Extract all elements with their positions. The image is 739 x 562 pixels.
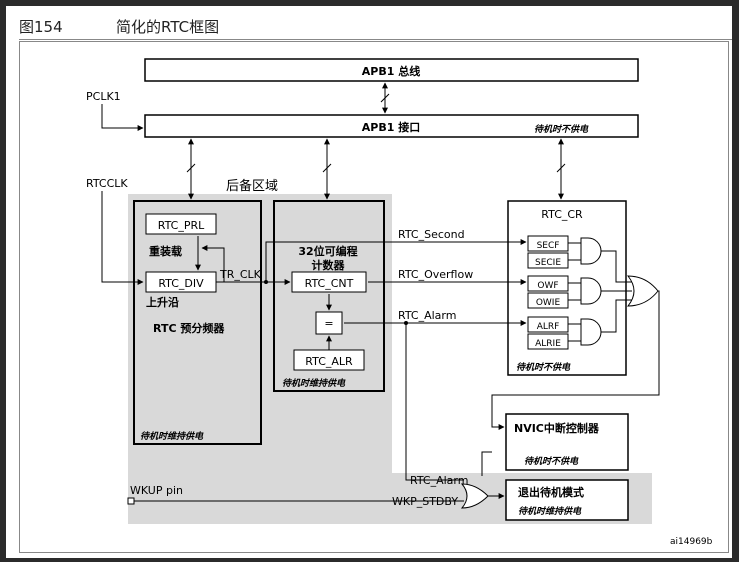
counter-box (273, 200, 385, 392)
bit-secie-label: SECIE (535, 258, 561, 268)
nvic-note: 待机时不供电 (524, 456, 579, 467)
pclk1-label: PCLK1 (86, 90, 121, 103)
rtc-block-diagram: APB1 总线 APB1 接口 待机时不供电 PCLK1 RTCCLK 后备区域… (86, 58, 713, 547)
exit-standby-box (505, 479, 629, 521)
prescaler-box (133, 200, 262, 445)
overflow-label: RTC_Overflow (398, 268, 473, 281)
backup-domain-label: 后备区域 (226, 178, 278, 194)
bit-alrf-label: ALRF (537, 322, 560, 332)
prescaler-name: RTC 预分频器 (153, 321, 225, 335)
and-gate-second (568, 237, 632, 283)
apb1-bus-label: APB1 总线 (362, 64, 420, 78)
or-gate-wakeup (460, 483, 489, 509)
exit-standby-label: 退出待机模式 (518, 485, 584, 499)
wkp-stdby-label: WKP_STDBY (392, 495, 458, 508)
exit-standby-note: 待机时维持供电 (518, 506, 582, 517)
figure-header: 图154 简化的RTC框图 (6, 6, 732, 40)
rtc-cr-box (507, 200, 627, 376)
rtc-prl-label: RTC_PRL (158, 219, 205, 232)
wakeup-to-nvic-arrow (481, 451, 492, 476)
rtc-cnt-label: RTC_CNT (305, 277, 354, 290)
figure-frame (19, 41, 729, 553)
tr-clk-label: TR_CLK (219, 268, 262, 281)
wkup-pin-label: WKUP pin (130, 484, 183, 497)
backup-domain-area (128, 194, 652, 524)
wkup-pin-marker (127, 497, 135, 505)
rtc-prl-register (145, 213, 217, 235)
counter-note: 待机时维持供电 (282, 378, 346, 389)
rtc-cnt-register (291, 271, 367, 293)
reload-label: 重装载 (149, 244, 182, 258)
second-label: RTC_Second (398, 228, 465, 241)
interrupt-to-nvic (491, 290, 660, 430)
compare-symbol: = (324, 317, 333, 330)
or-gate-interrupt (626, 275, 659, 307)
header-divider (19, 39, 732, 40)
apb1-interface-label: APB1 接口 (362, 120, 420, 134)
figure-page: 图154 简化的RTC框图 APB1 总线 APB1 接口 待机时不供电 PCL… (6, 6, 732, 558)
apb1-bus-box (144, 58, 639, 82)
reference-code: ai14969b (670, 537, 713, 547)
pclk1-line (101, 104, 144, 131)
rtc-alr-label: RTC_ALR (305, 355, 353, 368)
compare-block (315, 311, 343, 335)
figure-number: 图154 (19, 18, 63, 36)
rtc-cr-note: 待机时不供电 (516, 362, 571, 373)
bit-owie-label: OWIE (536, 298, 561, 308)
rtcclk-line (101, 191, 144, 285)
apb1-interface-box (144, 114, 639, 138)
and-gate-overflow (568, 277, 632, 305)
prescaler-note: 待机时维持供电 (140, 431, 204, 442)
bit-alrie-label: ALRIE (535, 339, 561, 349)
nvic-label: NVIC中断控制器 (514, 421, 600, 435)
nvic-box (505, 413, 629, 471)
bit-owf-label: OWF (537, 281, 558, 291)
bit-secf-label: SECF (537, 241, 560, 251)
and-gate-alarm (568, 299, 632, 346)
figure-title: 简化的RTC框图 (116, 18, 220, 36)
alarm-to-wakeup (405, 323, 464, 481)
alarm-label: RTC_Alarm (398, 309, 456, 322)
alarm2-label: RTC_Alarm (410, 474, 468, 487)
tr-clk-to-second (265, 239, 527, 282)
apb1-interface-note: 待机时不供电 (534, 124, 589, 135)
rtcclk-label: RTCCLK (86, 177, 128, 190)
counter-title-1: 32位可编程 (298, 244, 357, 258)
rtc-alr-register (293, 349, 365, 371)
rtc-cr-title: RTC_CR (541, 208, 583, 221)
rtc-div-label: RTC_DIV (158, 277, 204, 290)
counter-title-2: 计数器 (312, 258, 346, 272)
rising-edge-label: 上升沿 (146, 295, 179, 309)
